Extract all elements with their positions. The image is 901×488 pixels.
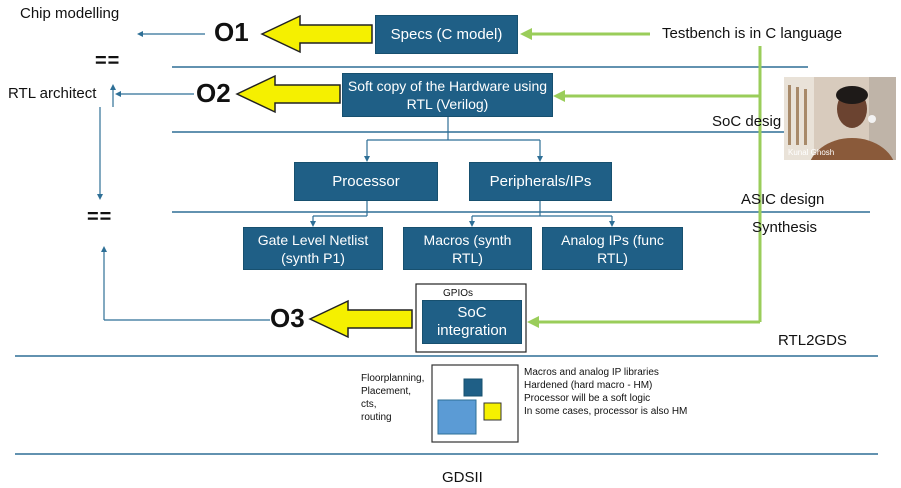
webcam-overlay: Kunal Ghosh bbox=[784, 77, 896, 160]
pd-step: cts, bbox=[361, 399, 377, 410]
soc-integration-box: SoC integration bbox=[422, 300, 522, 344]
soc-design-label: SoC desig bbox=[712, 113, 782, 130]
output-o2: O2 bbox=[196, 78, 231, 108]
pd-step: Floorplanning, bbox=[361, 373, 425, 384]
pd-step: routing bbox=[361, 412, 392, 423]
gdsii-label: GDSII bbox=[442, 469, 483, 486]
output-o3: O3 bbox=[270, 303, 305, 333]
testbench-label: Testbench is in C language bbox=[662, 25, 843, 42]
specs-box: Specs (C model) bbox=[375, 15, 518, 54]
output-o1: O1 bbox=[214, 17, 249, 47]
analog-ips-box: Analog IPs (func RTL) bbox=[542, 227, 683, 270]
pd-notes-list: Macros and analog IP libraries Hardened … bbox=[524, 366, 687, 418]
pd-note: Hardened (hard macro - HM) bbox=[524, 380, 653, 391]
synthesis-label: Synthesis bbox=[752, 219, 818, 236]
equivalence-top: == bbox=[95, 50, 121, 72]
pd-note: In some cases, processor is also HM bbox=[524, 406, 688, 417]
rtl2gds-label: RTL2GDS bbox=[778, 332, 847, 349]
pd-note: Macros and analog IP libraries bbox=[524, 367, 659, 378]
equivalence-mid: == bbox=[87, 206, 113, 228]
rtl-architect-label: RTL architect bbox=[8, 85, 97, 102]
asic-design-label: ASIC design bbox=[741, 191, 825, 208]
peripherals-box: Peripherals/IPs bbox=[469, 162, 612, 201]
processor-box: Processor bbox=[294, 162, 438, 201]
macros-box: Macros (synth RTL) bbox=[403, 227, 532, 270]
gpios-label: GPIOs bbox=[443, 288, 474, 299]
webcam-name: Kunal Ghosh bbox=[788, 148, 835, 157]
pd-steps-list: Floorplanning, Placement, cts, routing bbox=[361, 372, 424, 424]
webcam-image bbox=[784, 77, 896, 160]
rtl-box: Soft copy of the Hardware using RTL (Ver… bbox=[342, 73, 553, 117]
pd-step: Placement, bbox=[361, 386, 412, 397]
chip-modelling-label: Chip modelling bbox=[20, 5, 120, 22]
gate-level-box: Gate Level Netlist (synth P1) bbox=[243, 227, 383, 270]
pd-note: Processor will be a soft logic bbox=[524, 393, 651, 404]
